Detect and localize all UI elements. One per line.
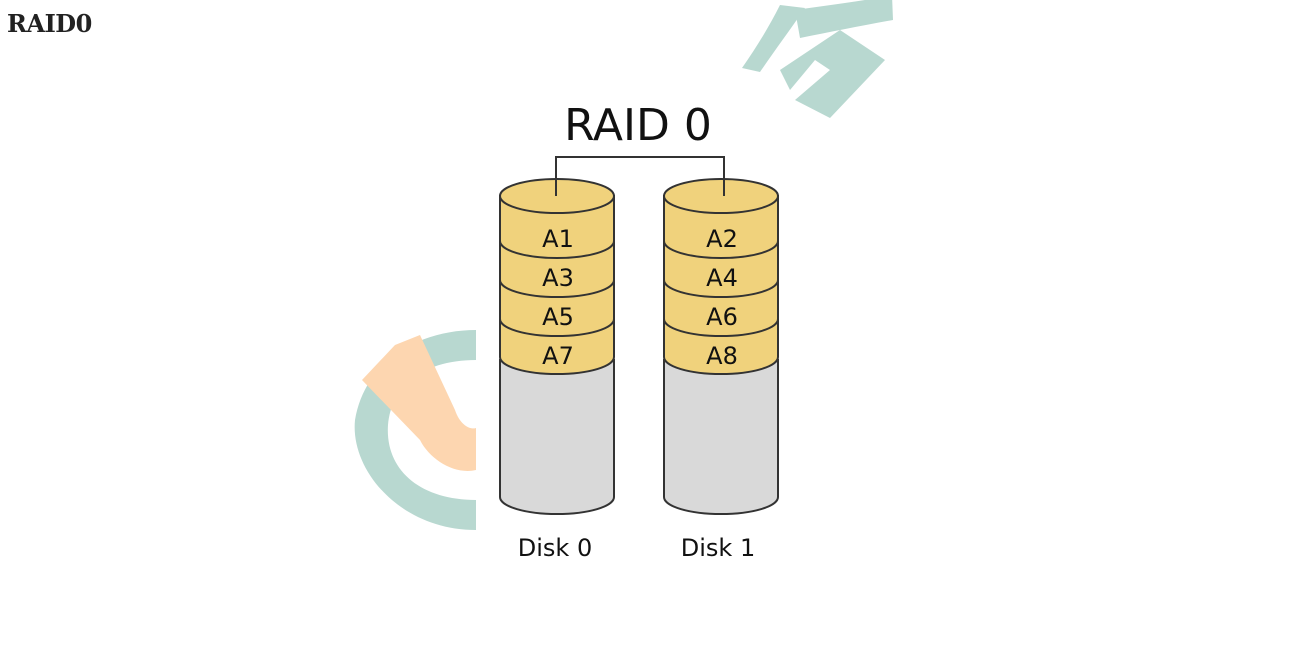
watermark-arc-orange <box>362 335 476 471</box>
watermark-stroke-3 <box>780 30 885 118</box>
stripe-divider <box>499 318 615 337</box>
block-label: A2 <box>706 225 738 253</box>
block-label: A8 <box>706 342 738 370</box>
stripe-band <box>499 195 615 375</box>
watermark-bottom <box>354 330 476 530</box>
disk-body <box>499 359 615 515</box>
disk-1: A2 A4 A6 A8 Disk 1 <box>663 157 779 562</box>
disk-0: A1 A3 A5 A7 Disk 0 <box>499 157 615 562</box>
block-label: A3 <box>542 264 574 292</box>
stripe-divider <box>663 279 779 298</box>
disk-label: Disk 1 <box>681 534 755 562</box>
stripe-divider <box>499 279 615 298</box>
disk-top <box>663 178 779 214</box>
block-label: A7 <box>542 342 574 370</box>
diagram-title: RAID 0 <box>564 100 712 151</box>
stripe-divider <box>663 318 779 337</box>
disk-body <box>663 359 779 515</box>
watermark-stroke-2 <box>795 0 893 38</box>
stripe-band <box>663 195 779 375</box>
stripe-divider <box>499 240 615 259</box>
disk-label: Disk 0 <box>518 534 592 562</box>
block-label: A4 <box>706 264 738 292</box>
page-title: RAID0 <box>7 9 92 38</box>
block-label: A1 <box>542 225 574 253</box>
watermark-top <box>742 0 893 118</box>
watermark-stroke-1 <box>742 5 805 72</box>
block-label: A6 <box>706 303 738 331</box>
block-label: A5 <box>542 303 574 331</box>
stripe-divider <box>663 240 779 259</box>
